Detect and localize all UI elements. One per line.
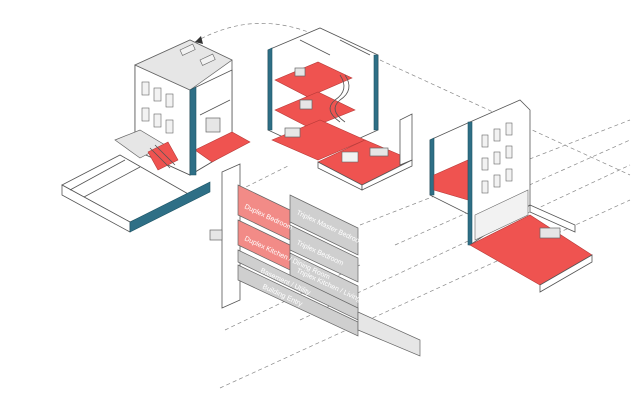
rotation-arrow [194,23,319,43]
stoop-red [147,141,179,171]
panel-base [237,264,359,337]
skylight-icon [179,43,196,56]
storefront-glass [474,189,529,241]
sofa-icon [341,151,359,163]
floor-red [194,131,251,163]
panel-right-2 [289,224,359,283]
panel-right-1 [289,194,359,256]
sofa-icon [539,227,561,239]
left-townhouse [114,39,251,176]
mid-floor-red [274,91,356,129]
label-stack [209,163,421,357]
windows-left [141,81,174,134]
skylight-icon [199,53,216,66]
center-building [267,27,413,191]
windows-right [481,122,513,194]
street-ground [61,154,211,233]
arrow-head-icon [195,36,203,44]
right-building [429,99,593,293]
